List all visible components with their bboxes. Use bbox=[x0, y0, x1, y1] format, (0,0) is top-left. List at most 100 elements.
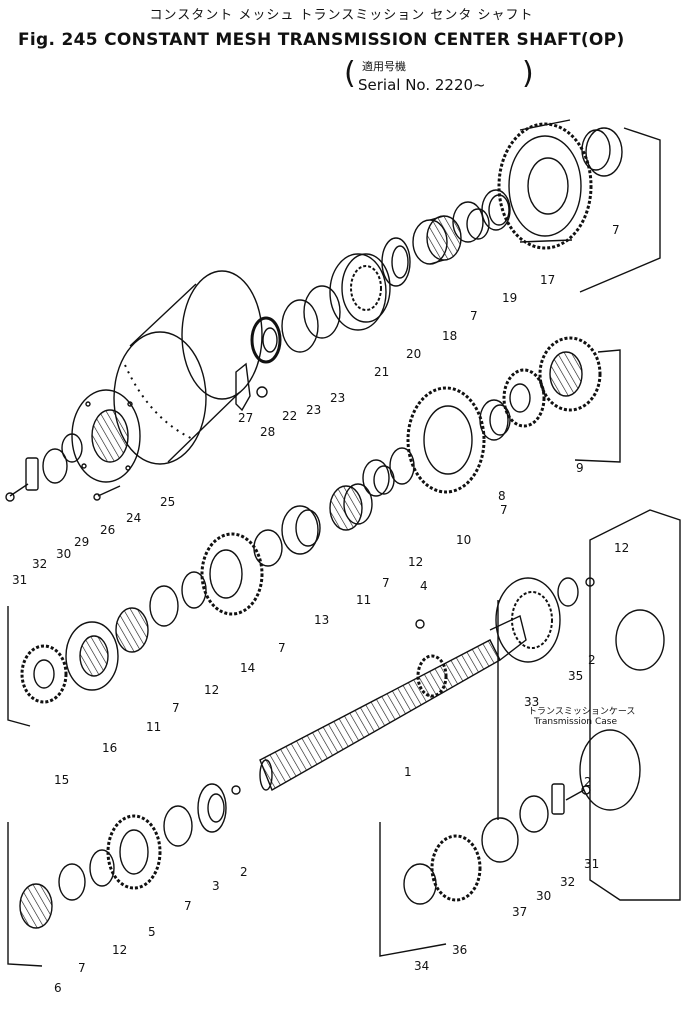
part-16-hub bbox=[65, 621, 119, 691]
part-label: 26 bbox=[100, 523, 115, 537]
part-label: 23 bbox=[306, 403, 321, 417]
part-32-lock-plate-left bbox=[25, 457, 39, 491]
part-label: 36 bbox=[452, 943, 467, 957]
part-label: 22 bbox=[282, 409, 297, 423]
part-label: 14 bbox=[240, 661, 255, 675]
part-label: 17 bbox=[540, 273, 555, 287]
part-2-plug-bottom bbox=[231, 785, 241, 795]
part-label: 11 bbox=[356, 593, 371, 607]
part-label: 18 bbox=[442, 329, 457, 343]
part-22-seal bbox=[250, 316, 282, 364]
part-11-needle-bearing-b bbox=[329, 483, 373, 531]
part-label: 7 bbox=[172, 701, 180, 715]
part-label: 4 bbox=[420, 579, 428, 593]
part-label: 2 bbox=[240, 865, 248, 879]
part-13-sleeve bbox=[281, 505, 321, 555]
part-10-gear bbox=[406, 386, 486, 494]
part-label: 7 bbox=[184, 899, 192, 913]
part-4-bolt bbox=[415, 619, 425, 629]
part-6-needle-bearing bbox=[19, 883, 53, 929]
leader-bracket-9 bbox=[574, 349, 621, 463]
part-label: 32 bbox=[32, 557, 47, 571]
leader-bracket-34 bbox=[379, 822, 447, 957]
part-12-ring-d bbox=[89, 849, 115, 887]
part-label: 6 bbox=[54, 981, 62, 995]
part-label: 30 bbox=[536, 889, 551, 903]
part-label: 25 bbox=[160, 495, 175, 509]
part-label: 19 bbox=[502, 291, 517, 305]
part-labels: 1222345677777777891011111212121213141516… bbox=[12, 223, 629, 995]
part-14-gear bbox=[200, 532, 264, 616]
part-label: 1 bbox=[404, 765, 412, 779]
part-37-cap bbox=[481, 817, 519, 863]
part-28-nut bbox=[256, 386, 268, 398]
part-label: 20 bbox=[406, 347, 421, 361]
serial-number: Serial No. 2220~ bbox=[358, 76, 486, 94]
part-label: 37 bbox=[512, 905, 527, 919]
part-7-top-collar bbox=[581, 127, 623, 177]
part-label: 12 bbox=[408, 555, 423, 569]
part-label: 35 bbox=[568, 669, 583, 683]
part-33-bearing bbox=[495, 577, 561, 663]
part-23-snap-ring-upper bbox=[303, 285, 341, 339]
part-23-snap-ring-lower bbox=[281, 299, 319, 353]
part-label: 33 bbox=[524, 695, 539, 709]
part-26-bolt bbox=[93, 485, 121, 501]
part-label: 9 bbox=[576, 461, 584, 475]
serial-label-japanese: 適用号機 bbox=[362, 60, 406, 73]
part-29-ring bbox=[61, 433, 83, 463]
part-31-bolt-right bbox=[565, 785, 591, 801]
part-label: 3 bbox=[212, 879, 220, 893]
part-label: 24 bbox=[126, 511, 141, 525]
part-label: 21 bbox=[374, 365, 389, 379]
part-35-snap-ring bbox=[557, 577, 579, 607]
part-label: 5 bbox=[148, 925, 156, 939]
part-20-washer bbox=[381, 237, 411, 287]
part-24-flange bbox=[71, 389, 141, 483]
part-25-drum-housing bbox=[113, 270, 263, 465]
part-7-collar-b bbox=[479, 399, 511, 441]
figure-title: Fig. 245 CONSTANT MESH TRANSMISSION CENT… bbox=[18, 30, 625, 50]
part-7-collar-f bbox=[163, 805, 193, 847]
part-11-needle-bearing-c bbox=[115, 607, 149, 653]
part-label: 34 bbox=[414, 959, 429, 973]
part-17-gear bbox=[497, 119, 593, 250]
part-7-collar-d bbox=[253, 529, 283, 567]
part-19-ring bbox=[481, 189, 511, 231]
part-32-lock-plate-right bbox=[551, 783, 565, 815]
part-label: 30 bbox=[56, 547, 71, 561]
part-9-hub-gear bbox=[538, 336, 602, 412]
part-label: 7 bbox=[382, 576, 390, 590]
part-label: 8 bbox=[498, 489, 506, 503]
part-label: 28 bbox=[260, 425, 275, 439]
part-label: 2 bbox=[588, 653, 596, 667]
serial-bracket-left: ( bbox=[344, 56, 356, 91]
part-8-gear bbox=[502, 368, 546, 428]
part-18-needle-bearing bbox=[412, 215, 462, 265]
leader-bracket-top bbox=[579, 127, 661, 293]
transmission-case bbox=[579, 509, 681, 901]
part-label: 31 bbox=[584, 857, 599, 871]
part-label: 7 bbox=[612, 223, 620, 237]
case-label: Transmission Case bbox=[533, 717, 617, 727]
part-12-ring-b bbox=[389, 447, 415, 485]
part-label: 7 bbox=[500, 503, 508, 517]
part-label: 12 bbox=[204, 683, 219, 697]
part-31-bolt-left bbox=[5, 483, 29, 502]
part-label: 12 bbox=[112, 943, 127, 957]
part-21-ball-bearing bbox=[329, 253, 391, 331]
part-15-gear bbox=[20, 644, 68, 704]
serial-bracket-right: ) bbox=[522, 56, 534, 91]
part-label: 13 bbox=[314, 613, 329, 627]
part-label: 32 bbox=[560, 875, 575, 889]
part-7-collar-c bbox=[362, 459, 395, 497]
leader-bracket-15 bbox=[7, 606, 31, 727]
part-7-collar-e bbox=[149, 585, 179, 627]
part-label: 16 bbox=[102, 741, 117, 755]
part-label: 12 bbox=[614, 541, 629, 555]
part-1-center-shaft bbox=[259, 615, 527, 792]
part-label: 29 bbox=[74, 535, 89, 549]
part-30-washer-left bbox=[42, 448, 68, 484]
part-label: 23 bbox=[330, 391, 345, 405]
part-label: 2 bbox=[584, 775, 592, 789]
